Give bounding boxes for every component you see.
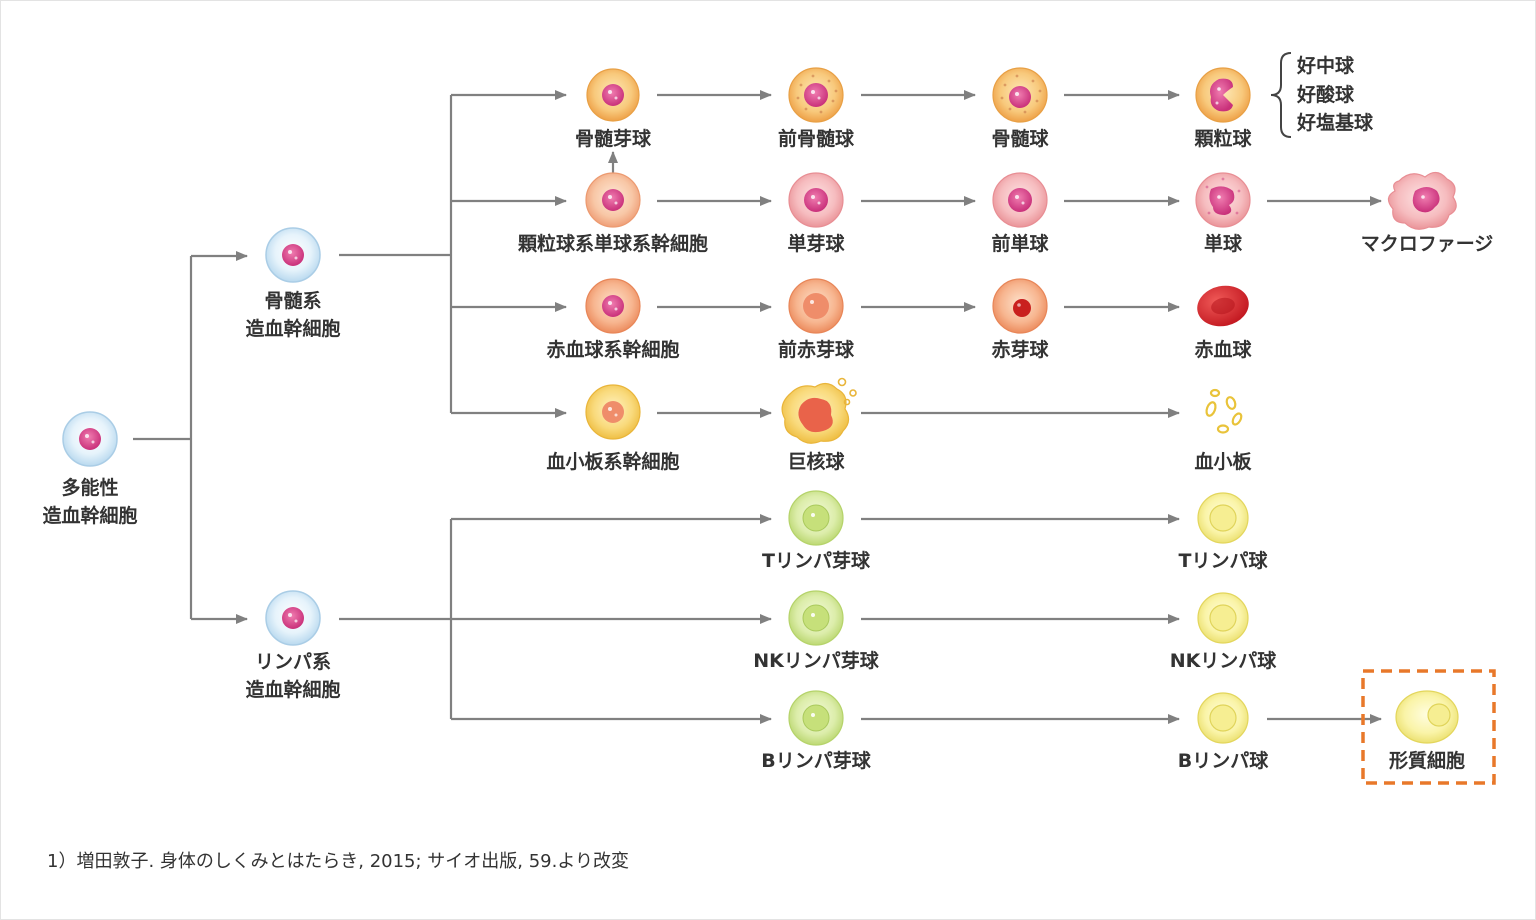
label-lymphoid-line2: 造血幹細胞 bbox=[245, 679, 341, 701]
label-myeloid-line2: 造血幹細胞 bbox=[245, 318, 341, 340]
label-basophil: 好塩基球 bbox=[1297, 112, 1374, 134]
connector-lymphoid bbox=[339, 519, 453, 719]
cell-promonocyte bbox=[992, 172, 1048, 228]
cell-myelocyte bbox=[992, 67, 1048, 123]
label-monoblast: 単芽球 bbox=[787, 233, 845, 255]
cell-monocyte bbox=[1195, 172, 1251, 228]
cell-promyelocyte bbox=[788, 67, 844, 123]
connector-myeloid bbox=[339, 95, 453, 413]
cell-lymphoid-stem bbox=[265, 590, 321, 646]
cell-b-lymphoblast bbox=[788, 690, 844, 746]
cell-erythrocyte bbox=[1197, 285, 1249, 327]
label-granulocyte: 顆粒球 bbox=[1194, 128, 1252, 150]
label-myeloblast: 骨髄芽球 bbox=[574, 128, 652, 150]
label-pluripotent-line1: 多能性 bbox=[61, 477, 119, 499]
label-b-lymphocyte: Bリンパ球 bbox=[1177, 750, 1269, 772]
cell-nk-lymphocyte bbox=[1197, 592, 1249, 644]
label-neutrophil: 好中球 bbox=[1297, 55, 1355, 77]
cell-pluripotent bbox=[62, 411, 118, 467]
cell-erythroblast bbox=[992, 278, 1048, 334]
cell-erythroid-stem bbox=[585, 278, 641, 334]
cell-monoblast bbox=[788, 172, 844, 228]
cell-myeloid-stem bbox=[265, 227, 321, 283]
label-macrophage: マクロファージ bbox=[1360, 233, 1494, 255]
cell-macrophage bbox=[1387, 171, 1457, 230]
label-megakaryocyte: 巨核球 bbox=[787, 451, 845, 473]
citation-text: 1）増田敦子. 身体のしくみとはたらき, 2015; サイオ出版, 59.より改… bbox=[47, 851, 630, 872]
label-megakaryocyte-stem: 血小板系幹細胞 bbox=[546, 451, 680, 473]
cell-t-lymphocyte bbox=[1197, 492, 1249, 544]
label-pluripotent-line2: 造血幹細胞 bbox=[42, 505, 138, 527]
cell-platelets bbox=[1205, 388, 1243, 434]
connector-lines bbox=[133, 90, 1382, 724]
label-promonocyte: 前単球 bbox=[991, 233, 1049, 255]
label-t-lymphocyte: Tリンパ球 bbox=[1178, 550, 1268, 572]
label-b-lymphoblast: Bリンパ芽球 bbox=[761, 750, 871, 772]
label-proerythroblast: 前赤芽球 bbox=[777, 339, 855, 361]
cell-nk-lymphoblast bbox=[788, 590, 844, 646]
label-nk-lymphoblast: NKリンパ芽球 bbox=[753, 650, 879, 672]
cell-plasma-cell bbox=[1395, 690, 1459, 744]
cell-gm-stem bbox=[585, 172, 641, 228]
label-t-lymphoblast: Tリンパ芽球 bbox=[762, 550, 870, 572]
label-monocyte: 単球 bbox=[1203, 233, 1243, 255]
cell-t-lymphoblast bbox=[788, 490, 844, 546]
label-eosinophil: 好酸球 bbox=[1297, 84, 1355, 106]
plasma-cell-highlight-box bbox=[1361, 669, 1496, 785]
cell-myeloblast bbox=[586, 68, 640, 122]
cell-granulocyte bbox=[1195, 67, 1251, 123]
label-lymphoid-line1: リンパ系 bbox=[254, 651, 332, 673]
label-plasma-cell: 形質細胞 bbox=[1388, 750, 1466, 772]
cell-megakaryocyte-stem bbox=[585, 384, 641, 440]
label-erythroid-stem: 赤血球系幹細胞 bbox=[546, 339, 680, 361]
cell-megakaryocyte bbox=[781, 377, 857, 444]
label-nk-lymphocyte: NKリンパ球 bbox=[1169, 650, 1277, 672]
granulocyte-bracket bbox=[1270, 52, 1292, 138]
label-platelet: 血小板 bbox=[1194, 451, 1252, 473]
cell-b-lymphocyte bbox=[1197, 692, 1249, 744]
connector-pluripotent bbox=[133, 256, 193, 619]
label-gm-stem: 顆粒球系単球系幹細胞 bbox=[517, 233, 709, 255]
label-erythroblast: 赤芽球 bbox=[991, 339, 1049, 361]
label-promyelocyte: 前骨髄球 bbox=[777, 128, 855, 150]
cell-proerythroblast bbox=[788, 278, 844, 334]
label-myeloid-line1: 骨髄系 bbox=[264, 290, 322, 312]
label-erythrocyte: 赤血球 bbox=[1194, 339, 1252, 361]
label-myelocyte: 骨髄球 bbox=[991, 128, 1049, 150]
